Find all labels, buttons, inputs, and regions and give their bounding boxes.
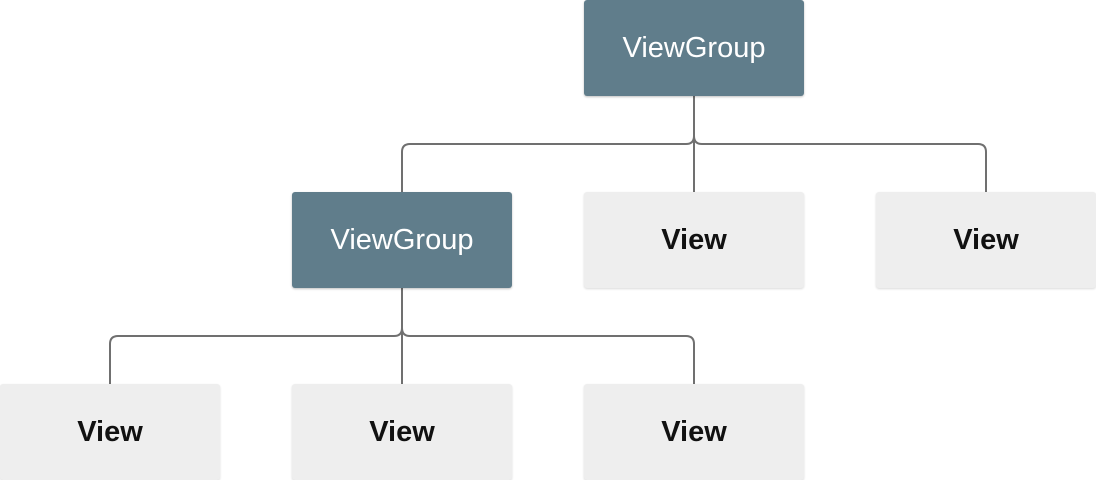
node-view-4: View [292,384,512,480]
edge-root-to-child-group [401,96,695,192]
node-label: ViewGroup [622,31,766,64]
node-label: View [369,415,435,448]
node-label: ViewGroup [330,223,474,256]
node-label: View [953,223,1019,256]
node-label: View [661,415,727,448]
node-root-viewgroup: ViewGroup [584,0,804,96]
node-label: View [77,415,143,448]
edge-child-group-to-view-5 [401,327,695,384]
node-view-1: View [584,192,804,288]
edge-child-group-to-view-3 [109,288,403,384]
node-label: View [661,223,727,256]
node-view-2: View [876,192,1096,288]
node-child-viewgroup: ViewGroup [292,192,512,288]
node-view-5: View [584,384,804,480]
edge-root-to-view-2 [693,135,987,192]
node-view-3: View [0,384,220,480]
